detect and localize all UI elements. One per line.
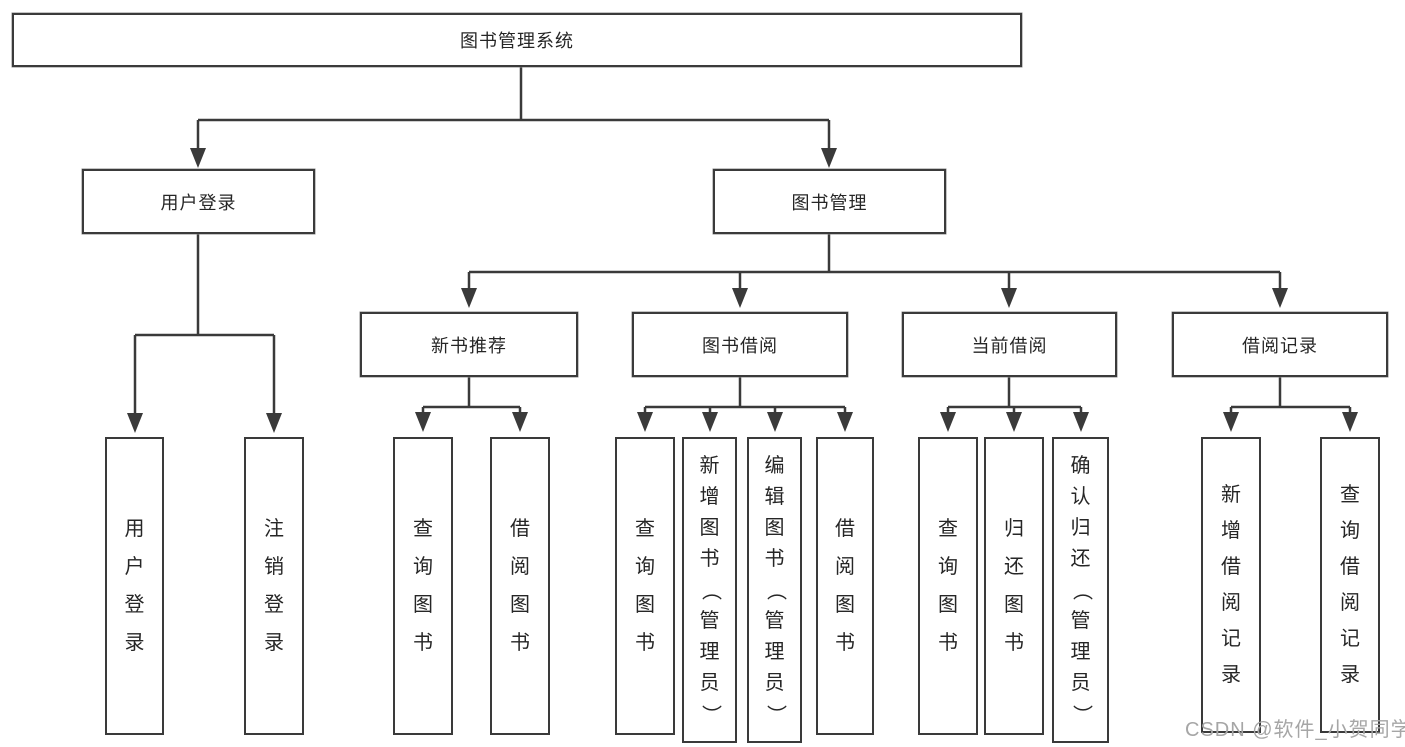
- node-new-book-recommendation: 新书推荐: [360, 312, 578, 377]
- leaf-borrow-books-recommend: 借阅图书: [490, 437, 550, 735]
- leaf-query-books-recommend: 查询图书: [393, 437, 453, 735]
- csdn-watermark: CSDN @软件_小贺同学: [1185, 719, 1405, 741]
- node-user-login: 用户登录: [82, 169, 315, 234]
- leaf-borrow-books: 借阅图书: [816, 437, 874, 735]
- leaf-return-books: 归还图书: [984, 437, 1044, 735]
- leaf-user-login: 用户登录: [105, 437, 164, 735]
- leaf-edit-books-admin: 编辑图书（管理员）: [747, 437, 802, 743]
- leaf-confirm-return-admin: 确认归还（管理员）: [1052, 437, 1109, 743]
- leaf-add-borrow-record: 新增借阅记录: [1201, 437, 1261, 733]
- leaf-logout: 注销登录: [244, 437, 304, 735]
- node-book-management: 图书管理: [713, 169, 946, 234]
- node-current-borrowing: 当前借阅: [902, 312, 1117, 377]
- node-book-borrowing: 图书借阅: [632, 312, 848, 377]
- leaf-query-books-current: 查询图书: [918, 437, 978, 735]
- leaf-query-books-borrow: 查询图书: [615, 437, 675, 735]
- leaf-add-books-admin: 新增图书（管理员）: [682, 437, 737, 743]
- node-library-management-system: 图书管理系统: [12, 13, 1022, 67]
- node-borrowing-records: 借阅记录: [1172, 312, 1388, 377]
- leaf-query-borrow-record: 查询借阅记录: [1320, 437, 1380, 733]
